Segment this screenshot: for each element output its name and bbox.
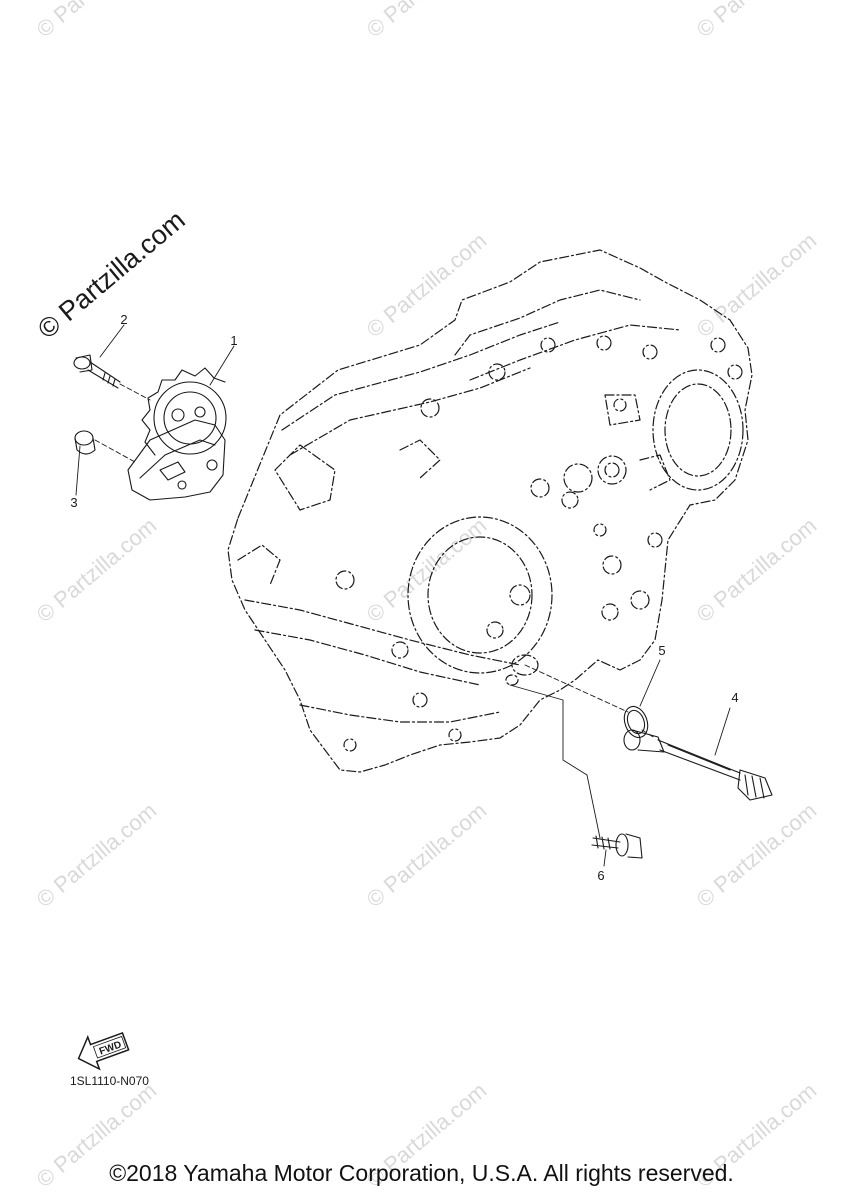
fwd-arrow-icon: FWD bbox=[77, 1031, 130, 1071]
assembly-lines-solid bbox=[509, 684, 601, 839]
callout-2: 2 bbox=[120, 312, 128, 327]
oil-strainer bbox=[623, 729, 773, 801]
diagram-code: 1SL1110-N070 bbox=[70, 1074, 149, 1088]
callout-3: 3 bbox=[70, 495, 78, 510]
crankcase-outline bbox=[227, 249, 753, 773]
callout-4: 4 bbox=[731, 690, 739, 705]
copyright-notice: ©2018 Yamaha Motor Corporation, U.S.A. A… bbox=[109, 1160, 734, 1186]
pump-bolt bbox=[73, 354, 121, 389]
callout-5: 5 bbox=[658, 643, 666, 658]
callout-1: 1 bbox=[230, 333, 238, 348]
callout-6: 6 bbox=[597, 868, 605, 883]
dowel-collar bbox=[74, 430, 96, 455]
o-ring bbox=[623, 705, 649, 739]
flange-bolt bbox=[591, 833, 643, 859]
leader-lines bbox=[75, 324, 731, 867]
oil-pump-assembly bbox=[127, 367, 227, 501]
assembly-lines bbox=[94, 383, 656, 739]
